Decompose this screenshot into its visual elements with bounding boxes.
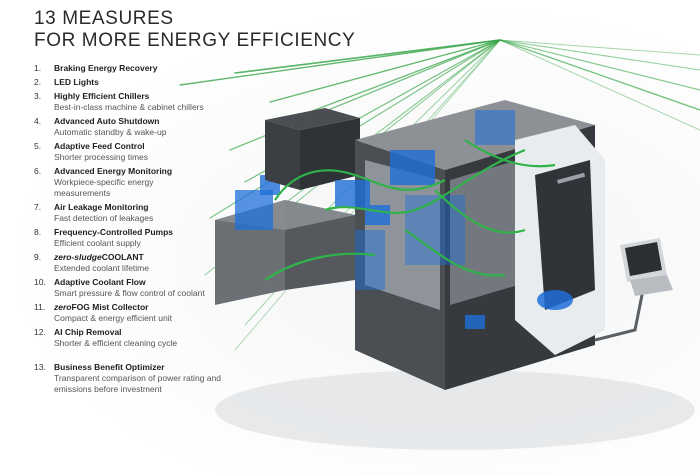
machine-door — [515, 125, 605, 355]
measure-item: 4. Advanced Auto Shutdown Automatic stan… — [34, 116, 167, 137]
measure-item: 11. zeroFOG Mist Collector Compact & ene… — [34, 302, 172, 323]
blue-components — [335, 110, 515, 329]
measure-item: 12. AI Chip Removal Shorter & efficient … — [34, 327, 178, 348]
measure-item: 8. Frequency-Controlled Pumps Efficient … — [34, 227, 174, 248]
title-line-2: FOR MORE ENERGY EFFICIENCY — [34, 30, 356, 51]
measure-item: 5. Adaptive Feed Control Shorter process… — [34, 141, 149, 162]
ray — [499, 39, 700, 71]
ray — [499, 39, 700, 131]
measure-item: 9. zero-sludgeCOOLANT Extended coolant l… — [34, 252, 149, 273]
ray — [499, 39, 700, 111]
measure-item: 13. Business Benefit Optimizer Transpare… — [34, 362, 221, 394]
measure-item: 2. LED Lights — [34, 77, 99, 87]
measures-list: 1. Braking Energy Recovery 2. LED Lights… — [34, 63, 284, 398]
measure-item: 3. Highly Efficient Chillers Best-in-cla… — [34, 91, 204, 112]
title-line-1: 13 MEASURES — [34, 8, 174, 29]
ray — [499, 39, 700, 56]
ray — [269, 39, 501, 103]
ray — [179, 39, 501, 86]
machine-illustration — [215, 100, 695, 450]
measure-item: 7. Air Leakage Monitoring Fast detection… — [34, 202, 154, 223]
ray — [499, 39, 700, 91]
control-panel — [594, 238, 673, 342]
rotary-table — [537, 290, 573, 310]
page-title: 13 MEASURES FOR MORE ENERGY EFFICIENCY — [34, 8, 355, 52]
measure-item: 6. Advanced Energy Monitoring Workpiece-… — [34, 166, 173, 198]
coolant-pipes — [264, 139, 556, 281]
floor-shadow — [215, 370, 695, 450]
measure-item: 10. Adaptive Coolant Flow Smart pressure… — [34, 277, 205, 298]
measure-item: 1. Braking Energy Recovery — [34, 63, 158, 73]
ray — [234, 39, 501, 74]
